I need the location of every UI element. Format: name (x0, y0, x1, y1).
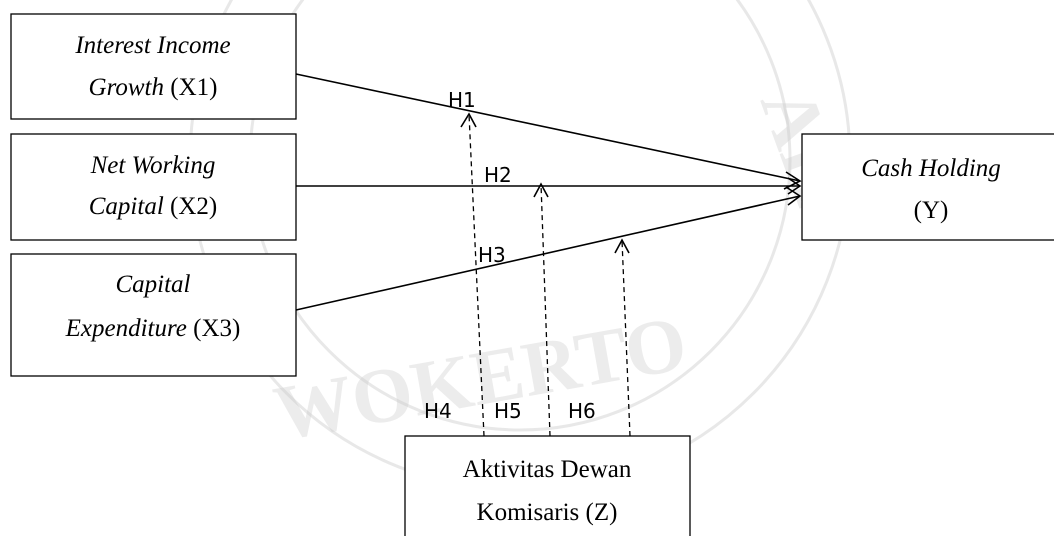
arrowhead-h6 (614, 238, 630, 254)
path-x1-to-y (295, 73, 801, 182)
arrowhead-y (783, 171, 802, 206)
box-x3 (10, 253, 297, 377)
x2-label-italic: Capital (89, 193, 164, 220)
x3-label-code: (X3) (187, 315, 240, 342)
y-label-line2: (Y) (914, 197, 949, 224)
hypothesis-label-h2: H2 (484, 163, 512, 187)
x2-label-code: (X2) (164, 193, 217, 220)
box-x2 (10, 133, 297, 241)
x1-label-line1: Interest Income (74, 32, 230, 59)
box-x1 (10, 13, 297, 120)
z-label-line1: Aktivitas Dewan (463, 456, 632, 483)
z-label-line2: Komisaris (Z) (477, 499, 618, 526)
x1-label-italic: Growth (89, 74, 164, 101)
hypothesis-label-h1: H1 (448, 88, 476, 112)
moderation-path-h6 (621, 239, 631, 437)
watermark-text: WOKERTO (268, 299, 693, 457)
hypothesis-label-h6: H6 (568, 399, 596, 423)
x1-label-line2: Growth (X1) (89, 74, 218, 101)
moderation-path-h5 (540, 183, 551, 437)
box-z (404, 435, 691, 536)
x3-label-line2: Expenditure (X3) (65, 315, 241, 342)
hypothesis-label-h3: H3 (478, 243, 506, 267)
hypothesis-label-h5: H5 (494, 399, 522, 423)
arrowhead-h4 (460, 112, 477, 128)
x1-label-code: (X1) (164, 74, 217, 101)
path-x3-to-y (295, 195, 801, 311)
y-label-line1: Cash Holding (861, 155, 1001, 182)
x3-label-italic: Expenditure (65, 315, 187, 342)
x2-label-line2: Capital (X2) (89, 193, 217, 220)
x3-label-line1: Capital (115, 271, 190, 298)
arrowhead-h5 (533, 182, 549, 198)
hypothesis-label-h4: H4 (424, 399, 452, 423)
box-y (801, 133, 1054, 241)
x2-label-line1: Net Working (90, 152, 216, 179)
